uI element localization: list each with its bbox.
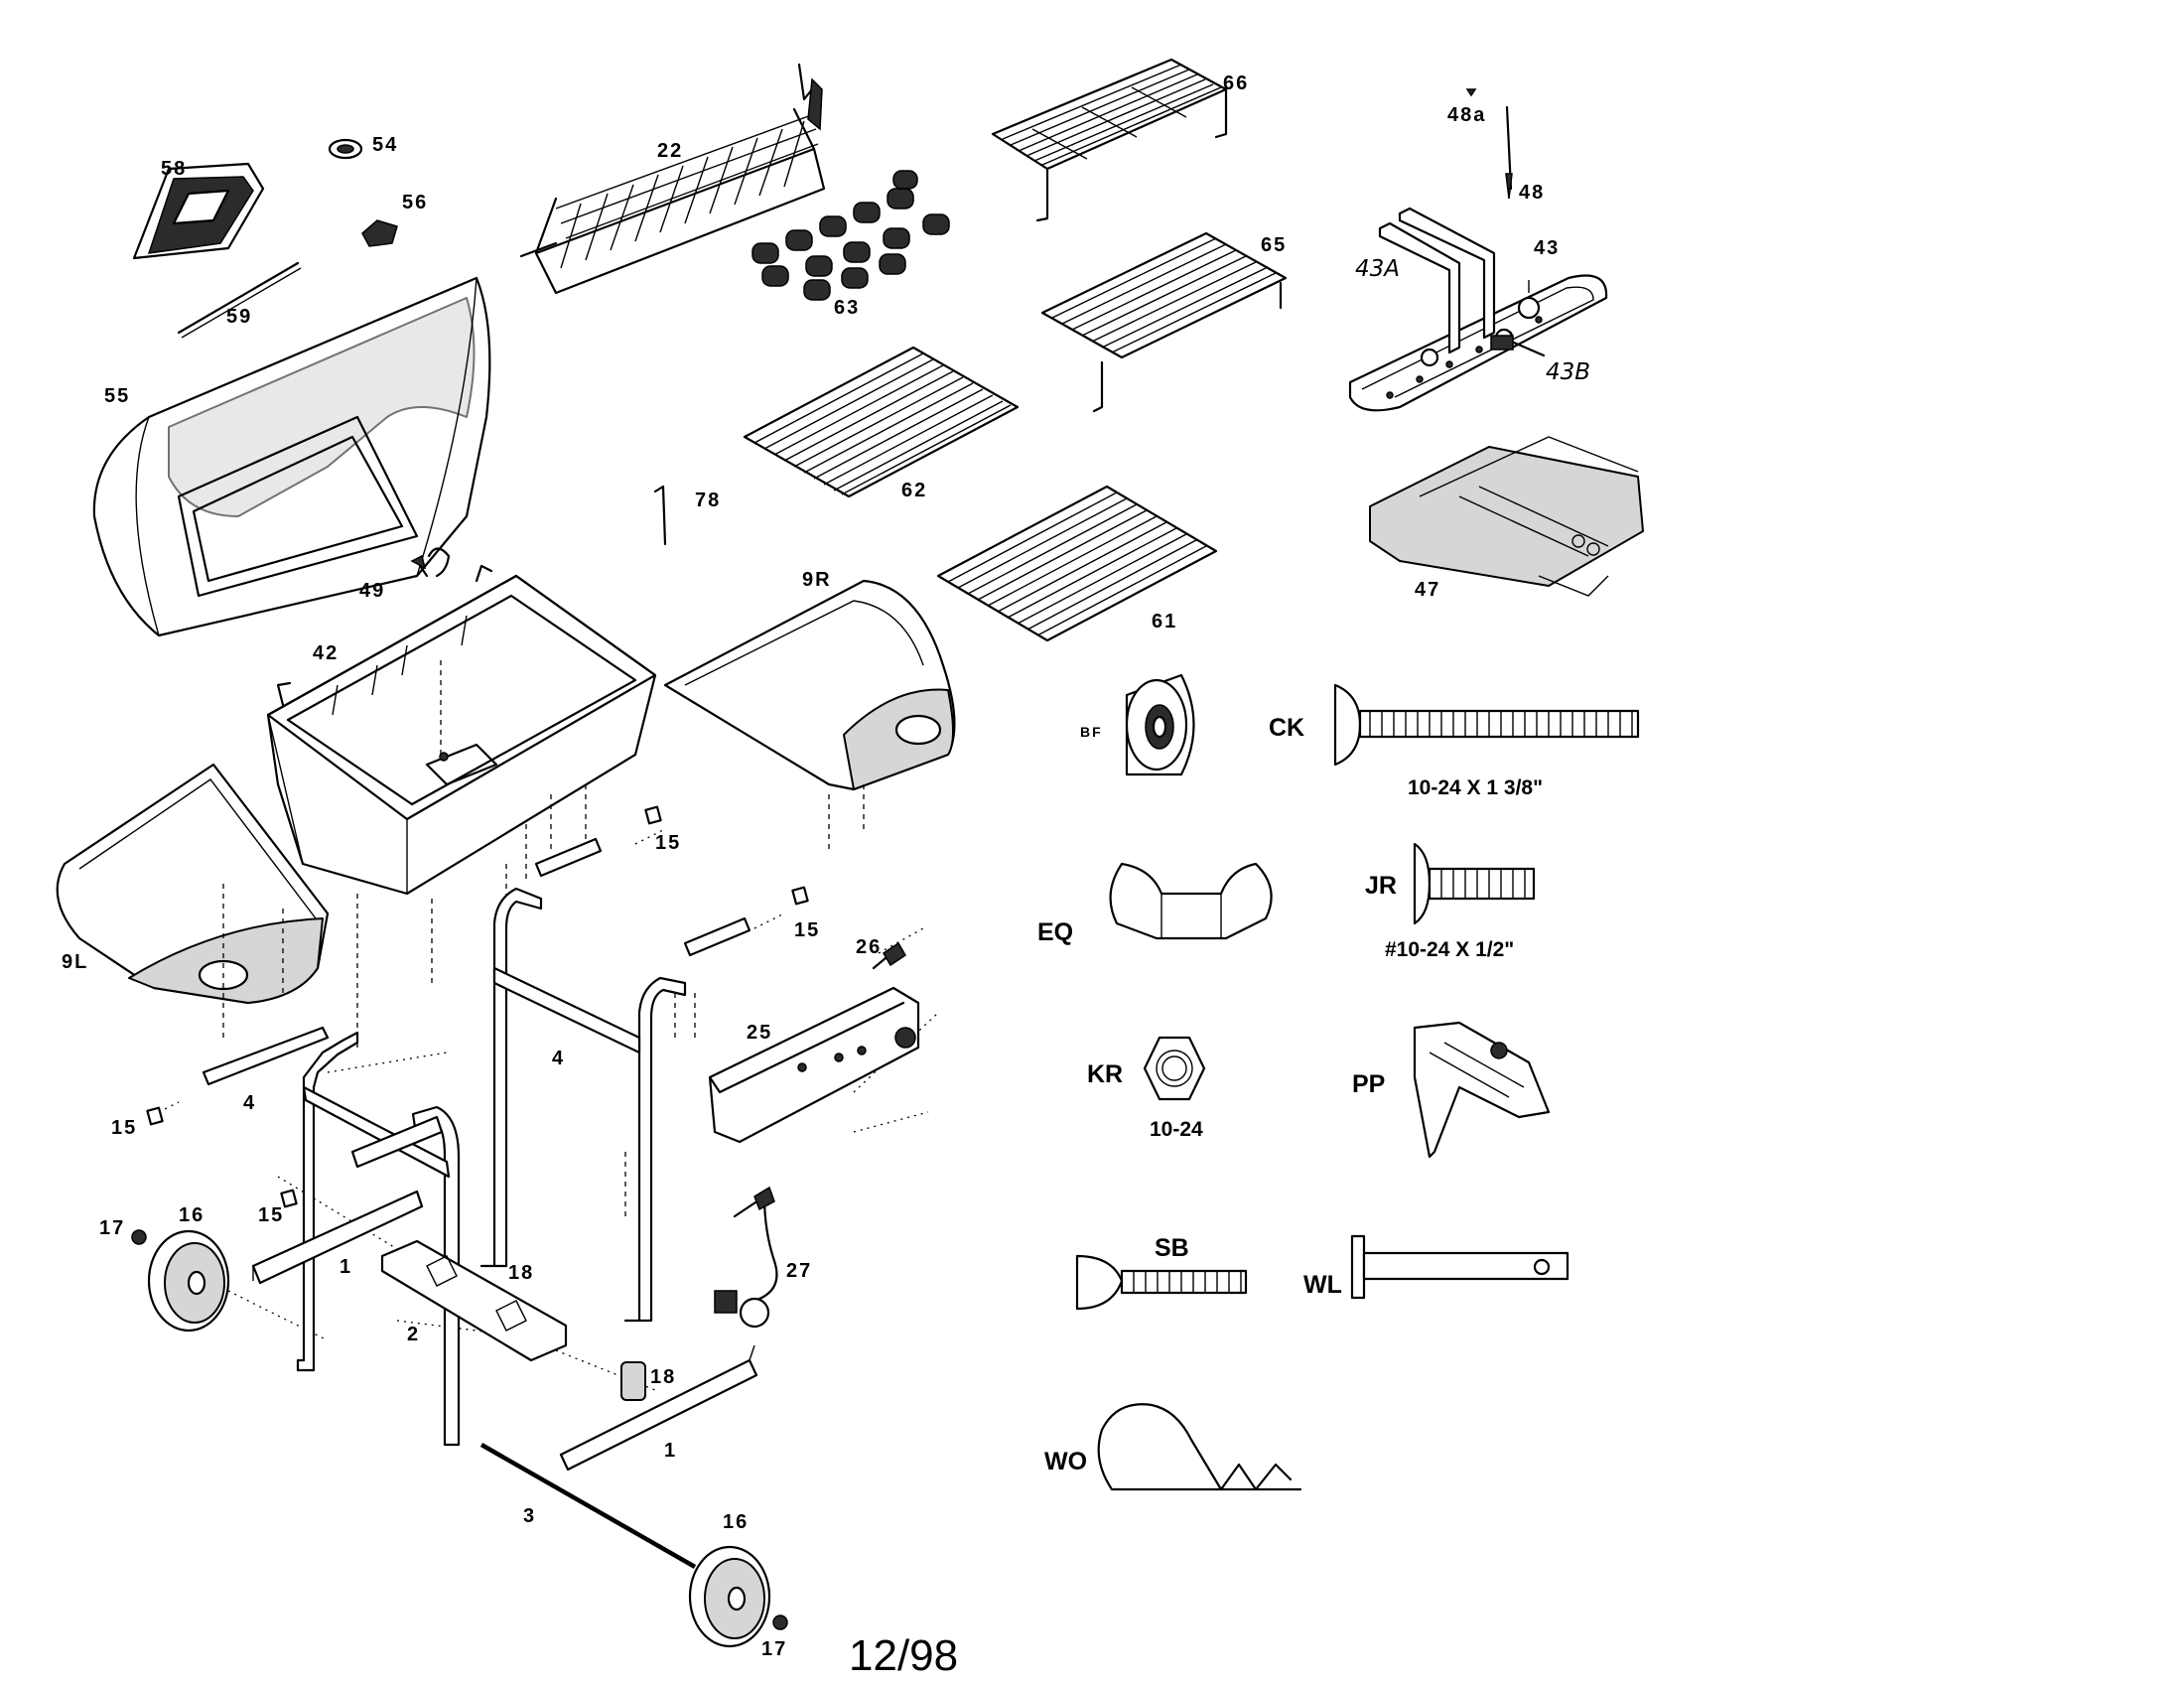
label-SB: SB: [1155, 1234, 1189, 1262]
label-27: 27: [786, 1260, 812, 1282]
valve-part-26: [872, 941, 907, 970]
firebox-part-42: [266, 564, 657, 896]
label-48a: 48a: [1447, 104, 1486, 126]
label-65: 65: [1261, 234, 1287, 256]
label-15-a: 15: [655, 832, 681, 854]
side-shelf-part-9L: [56, 763, 330, 1005]
label-15-b: 15: [794, 919, 820, 941]
wheel-part-16-right: [688, 1545, 771, 1648]
bracket-part-18: [380, 1239, 568, 1362]
burner-part-43: [1348, 207, 1608, 412]
cart-legs-part-4-right: [479, 837, 751, 1323]
dimension-KR: 10-24: [1150, 1118, 1203, 1141]
rod-part-59: [177, 261, 302, 339]
end-caps-part-15: [146, 805, 809, 1208]
hardware-PP: [1413, 1021, 1551, 1159]
label-26: 26: [856, 936, 882, 958]
clip-part-78: [653, 485, 667, 546]
dimension-CK: 10-24 X 1 3/8": [1408, 776, 1543, 799]
label-3: 3: [523, 1505, 536, 1527]
handle-part-58: [132, 162, 265, 260]
brace-part-1-right: [559, 1344, 758, 1472]
warming-rack-part-66: [991, 58, 1228, 222]
label-18-a: 18: [508, 1262, 534, 1284]
label-59: 59: [226, 306, 252, 328]
label-54: 54: [372, 134, 398, 156]
part-labels: 58 54 56 59 55 22 63 66 65 48a 48 43 43A…: [62, 72, 1590, 1680]
label-KR: KR: [1087, 1060, 1123, 1088]
label-42: 42: [313, 642, 339, 664]
hardware-WL: [1350, 1234, 1570, 1300]
hardware-SB: [1075, 1254, 1248, 1311]
brace-part-1-left: [251, 1190, 424, 1285]
date-code: 12/98: [849, 1631, 958, 1680]
heat-plate-part-47: [1369, 436, 1644, 597]
cooking-grid-part-61: [936, 485, 1218, 642]
label-55: 55: [104, 385, 130, 407]
label-43A: 43A: [1355, 256, 1400, 282]
label-61: 61: [1152, 611, 1177, 632]
hardware-CK: [1333, 683, 1640, 767]
control-panel-part-25: [708, 986, 920, 1144]
dimension-JR: #10-24 X 1/2": [1385, 938, 1514, 961]
label-48: 48: [1519, 182, 1545, 204]
label-17-b: 17: [761, 1638, 787, 1660]
label-4-b: 4: [243, 1092, 256, 1114]
label-15-c: 15: [111, 1117, 137, 1139]
label-CK: CK: [1269, 714, 1304, 742]
label-2: 2: [407, 1324, 420, 1345]
warming-rack-part-65: [1040, 231, 1288, 413]
label-1-b: 1: [664, 1440, 677, 1462]
cart-legs-part-4-left: [202, 1026, 461, 1447]
label-BF: BF: [1080, 724, 1103, 740]
bezel-part-56: [361, 219, 398, 247]
label-4-a: 4: [552, 1048, 565, 1069]
hardware-BF: [1125, 673, 1195, 776]
regulator-hose-part-27: [714, 1186, 778, 1329]
label-43: 43: [1534, 237, 1560, 259]
label-56: 56: [402, 192, 428, 213]
hardware-EQ: [1109, 862, 1273, 940]
label-66: 66: [1223, 72, 1249, 94]
axle-part-3: [479, 1443, 697, 1569]
label-49: 49: [359, 580, 385, 602]
label-9R: 9R: [802, 569, 832, 591]
label-PP: PP: [1352, 1070, 1385, 1098]
label-16-a: 16: [179, 1204, 205, 1226]
hardware-WO: [1097, 1403, 1302, 1491]
label-47: 47: [1415, 579, 1440, 601]
hub-nut-part-17: [131, 1229, 788, 1630]
label-15-d: 15: [258, 1204, 284, 1226]
hardware-KR: [1143, 1036, 1206, 1101]
thermometer-part-54: [328, 138, 363, 160]
warming-basket-part-22: [519, 63, 826, 295]
caster-part-18: [620, 1361, 646, 1401]
wheel-part-16-left: [147, 1229, 230, 1333]
briquettes-part-63: [751, 170, 950, 301]
label-JR: JR: [1365, 872, 1397, 900]
label-63: 63: [834, 297, 860, 319]
igniter-part-49: [410, 547, 451, 578]
label-EQ: EQ: [1037, 918, 1073, 946]
label-18-b: 18: [650, 1366, 676, 1388]
label-62: 62: [901, 480, 927, 501]
cooking-grid-part-62: [743, 346, 1020, 498]
label-17-a: 17: [99, 1217, 125, 1239]
label-58: 58: [161, 158, 187, 180]
label-WL: WL: [1303, 1271, 1342, 1299]
label-78: 78: [695, 490, 721, 511]
side-shelf-part-9R: [663, 579, 956, 791]
hardware-JR: [1413, 842, 1536, 925]
label-16-b: 16: [723, 1511, 749, 1533]
label-1-a: 1: [340, 1256, 352, 1278]
label-WO: WO: [1044, 1448, 1087, 1475]
label-22: 22: [657, 140, 683, 162]
label-9L: 9L: [62, 951, 88, 973]
electrode-part-48: [1465, 88, 1513, 200]
label-43B: 43B: [1546, 359, 1590, 385]
label-25: 25: [747, 1022, 772, 1044]
lid-part-55: [92, 276, 491, 637]
